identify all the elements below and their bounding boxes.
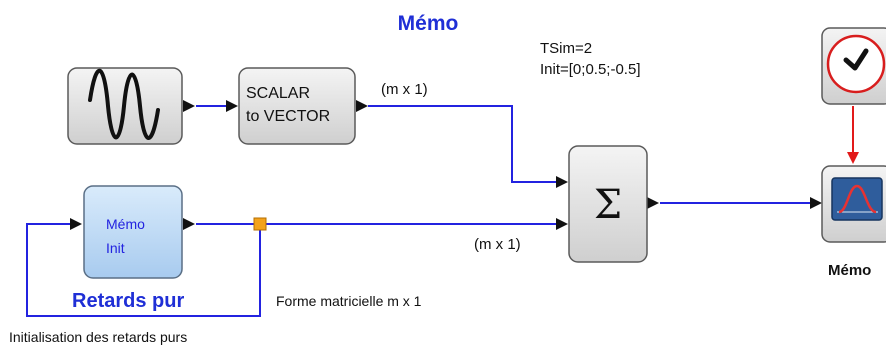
retards-pur-label: Retards pur <box>72 290 184 312</box>
forme-matricielle-label: Forme matricielle m x 1 <box>276 293 422 309</box>
memo-init-block[interactable]: Mémo Init <box>83 185 183 279</box>
arrow-scope-input <box>810 197 822 209</box>
arrow-scalar-input <box>226 100 238 112</box>
output-ports <box>183 100 659 230</box>
sine-generator-block[interactable] <box>67 67 183 145</box>
link-feedback-loop[interactable] <box>26 223 261 317</box>
top-link-size-label: (m x 1) <box>381 81 428 98</box>
link-scalar-to-sum[interactable] <box>368 105 556 183</box>
arrow-sum-bottom-input <box>556 218 568 230</box>
arrow-memo-input <box>70 218 82 230</box>
arrow-heads <box>70 100 822 230</box>
bottom-link-size-label: (m x 1) <box>474 236 521 253</box>
tsim-param: TSim=2 <box>540 40 592 57</box>
to-vector-label: to VECTOR <box>246 108 330 125</box>
scope-label: Mémo <box>828 262 871 279</box>
arrow-clock-to-scope <box>847 152 859 164</box>
port-memo-out <box>183 218 195 230</box>
clock-icon <box>826 34 886 94</box>
split-point[interactable] <box>253 217 267 231</box>
initialisation-label: Initialisation des retards purs <box>9 329 187 345</box>
arrow-sum-top-input <box>556 176 568 188</box>
scalar-to-vector-block[interactable]: SCALAR to VECTOR <box>238 67 356 145</box>
clock-block[interactable] <box>821 27 886 105</box>
sum-block[interactable]: Σ <box>568 145 648 263</box>
init-block-label: Init <box>106 240 125 256</box>
sine-wave-icon <box>88 68 160 140</box>
init-param: Init=[0;0.5;-0.5] <box>540 61 640 78</box>
port-scalar-out <box>356 100 368 112</box>
scalar-label: SCALAR <box>246 85 310 102</box>
sum-symbol: Σ <box>594 182 622 228</box>
clock-link <box>847 106 859 164</box>
port-sine-out <box>183 100 195 112</box>
memo-block-label: Mémo <box>106 216 145 232</box>
links <box>26 105 810 317</box>
scope-block[interactable] <box>821 165 886 243</box>
diagram-title: Mémo <box>398 12 459 35</box>
port-sum-out <box>647 197 659 209</box>
scope-icon <box>831 177 883 221</box>
